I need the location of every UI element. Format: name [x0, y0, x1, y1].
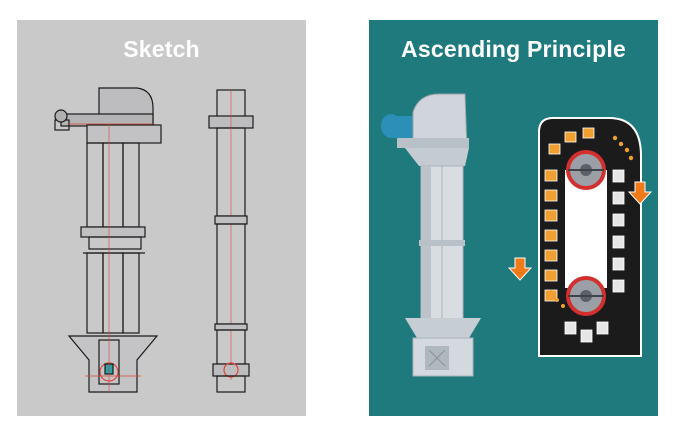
- bucket-elevator-render: [381, 93, 481, 377]
- principle-panel: Ascending Principle: [369, 20, 658, 416]
- elevator-front-view-drawing: [54, 87, 162, 393]
- down-arrow-icon: [627, 181, 653, 205]
- sketch-panel: Sketch: [17, 20, 306, 416]
- sketch-title: Sketch: [123, 36, 200, 62]
- down-arrow-icon: [507, 257, 533, 281]
- principle-title: Ascending Principle: [401, 36, 626, 62]
- bucket-belt-cutaway: [538, 117, 642, 357]
- elevator-side-view-drawing: [208, 89, 254, 393]
